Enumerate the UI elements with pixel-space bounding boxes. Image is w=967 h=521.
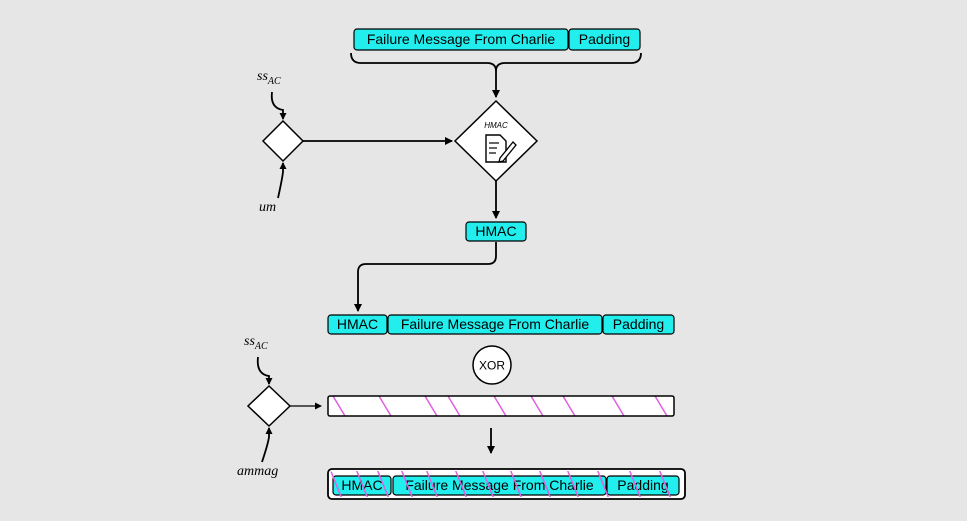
input-key-2: ssAC — [244, 334, 268, 352]
xor-label: XOR — [479, 359, 505, 373]
input-key-1: ssAC — [257, 69, 281, 87]
key-derivation-node-2 — [246, 384, 292, 428]
middle-padding-label: Padding — [613, 316, 664, 332]
top-padding-label: Padding — [579, 31, 630, 47]
arrow-hmac-to-row — [354, 242, 497, 312]
input-um: um — [259, 200, 276, 215]
arrow-um — [277, 162, 287, 199]
top-row: Failure Message From Charlie Padding — [353, 28, 641, 51]
middle-row: HMAC Failure Message From Charlie Paddin… — [327, 314, 675, 335]
top-padding-box — [568, 28, 641, 51]
bottom-message-label: Failure Message From Charlie — [405, 477, 593, 493]
hmac-icon-caption: HMAC — [484, 121, 508, 130]
hmac-output-box — [465, 221, 527, 242]
bottom-padding-box — [606, 475, 680, 496]
stream-hatch — [332, 396, 668, 416]
input-ammag: ammag — [237, 464, 278, 479]
top-message-label: Failure Message From Charlie — [367, 31, 555, 47]
middle-hmac-box — [327, 314, 388, 335]
middle-message-label: Failure Message From Charlie — [401, 316, 589, 332]
hmac-output-label: HMAC — [475, 223, 516, 239]
document-sign-icon — [485, 134, 517, 163]
arrow-key-1 — [270, 91, 287, 120]
arrow-key-2 — [256, 356, 273, 385]
hmac-function-node: HMAC — [453, 99, 539, 183]
stream-bar — [327, 395, 675, 417]
middle-padding-box — [602, 314, 675, 335]
top-message-box — [353, 28, 569, 51]
middle-hmac-label: HMAC — [337, 316, 378, 332]
bottom-padding-label: Padding — [617, 477, 668, 493]
key-derivation-node-1 — [261, 119, 305, 163]
arrow-ammag — [261, 427, 273, 463]
bottom-message-box — [392, 475, 607, 496]
middle-message-box — [387, 314, 603, 335]
bottom-row: HMAC Failure Message From Charlie Paddin… — [327, 468, 686, 500]
bottom-hatch — [330, 471, 672, 497]
xor-node — [472, 345, 512, 385]
